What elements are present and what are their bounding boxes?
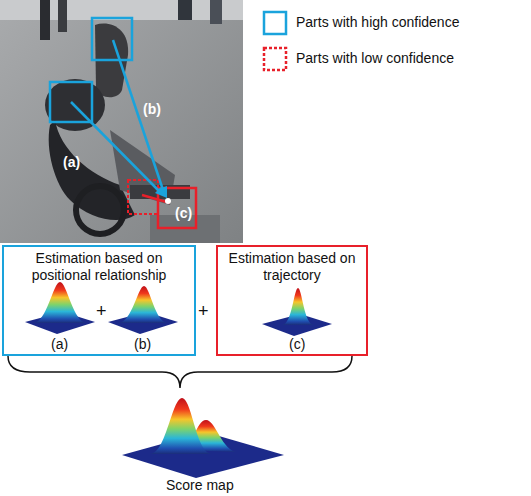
legend-swatch [262,46,288,72]
gaussian-surface [25,282,95,334]
label: (c) [175,206,192,221]
estimated-point [165,198,171,204]
plus-sign: + [96,302,107,322]
legend-text: Parts with low confidence [296,50,454,67]
plus-sign: + [198,302,209,322]
label: (b) [134,337,151,352]
brace [8,356,352,388]
relation-arrow [71,102,160,192]
arrow-head [155,186,167,198]
legend-swatch [262,10,288,36]
gaussian-surface [108,286,178,334]
estimation-box: Estimation based on positional relations… [2,245,196,356]
trajectory-arrow [142,195,170,203]
score-map-surface [122,398,284,478]
label: (b) [143,102,161,117]
relation-arrow [113,40,163,190]
label: Score map [166,478,234,493]
photo [0,0,243,243]
label: (c) [289,337,305,352]
gaussian-surface [262,288,332,336]
label: (a) [51,337,68,352]
legend-text: Parts with high confidence [296,14,459,31]
box-heading: Estimation based on positional relations… [7,247,191,284]
box-heading: Estimation based on trajectory [219,247,365,284]
high-confidence-part [92,18,132,60]
label: (a) [63,155,80,170]
